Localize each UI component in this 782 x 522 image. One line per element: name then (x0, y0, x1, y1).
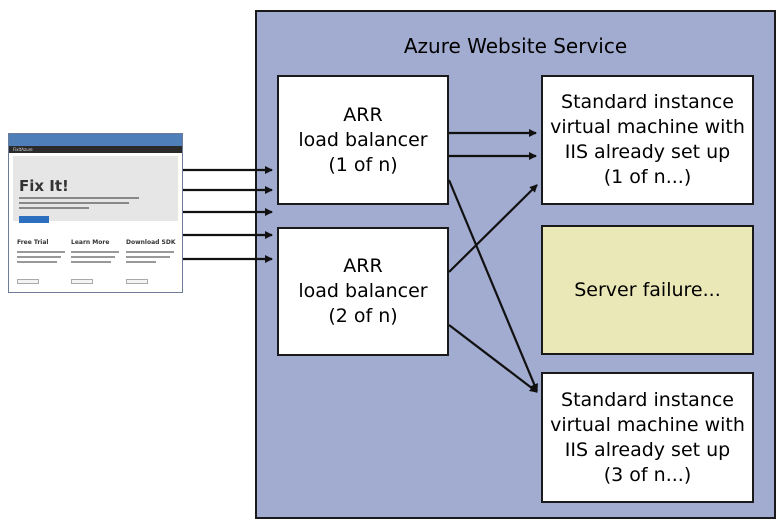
browser-hero-button (19, 216, 49, 223)
browser-column-text (17, 251, 65, 253)
box-text-line: IIS already set up (564, 141, 731, 163)
load-balancer-2: ARR load balancer (2 of n) (277, 227, 449, 356)
browser-column-button (17, 279, 39, 284)
browser-nav-bar (9, 146, 182, 153)
instance-1: Standard instance virtual machine with I… (541, 75, 754, 205)
load-balancer-1: ARR load balancer (1 of n) (277, 75, 449, 205)
box-text-line: ARR (343, 103, 383, 126)
browser-column-text (71, 251, 119, 253)
browser-column-title: Download SDK (126, 239, 176, 246)
browser-title-bar (9, 134, 182, 146)
box-text-line: IIS already set up (564, 438, 731, 461)
box-text-line: load balancer (298, 280, 428, 302)
browser-text-line (19, 202, 129, 204)
browser-column-text (17, 256, 61, 258)
browser-column-text (71, 256, 115, 258)
browser-nav-text: FixItAzure (13, 147, 33, 152)
browser-column-text (71, 261, 111, 263)
browser-hero-title: Fix It! (19, 177, 69, 195)
instance-2-server-failure: Server failure... (541, 225, 754, 355)
box-text-line: Standard instance (561, 91, 734, 113)
browser-column-text (126, 251, 174, 253)
browser-text-line (19, 197, 139, 199)
browser-text-line (19, 207, 89, 209)
browser-column-text (17, 261, 57, 263)
browser-column-text (126, 256, 170, 258)
box-text-line: Server failure... (574, 278, 721, 301)
box-text-line: Standard instance (561, 388, 734, 411)
browser-column-title: Free Trial (17, 239, 49, 246)
browser-column-title: Learn More (71, 239, 110, 246)
box-text-line: (1 of n...) (603, 166, 692, 188)
box-text-line: (2 of n) (328, 305, 398, 327)
client-browser-screenshot: FixItAzure Fix It! Free Trial Learn More… (8, 133, 183, 293)
browser-column-button (71, 279, 93, 284)
container-title: Azure Website Service (403, 34, 628, 58)
browser-hero-panel (13, 156, 178, 221)
instance-3: Standard instance virtual machine with I… (541, 372, 754, 503)
box-text-line: (1 of n) (328, 153, 398, 176)
box-text-line: virtual machine with (550, 413, 745, 436)
box-text-line: (3 of n...) (603, 463, 692, 486)
browser-column-button (126, 279, 148, 284)
box-text-line: virtual machine with (550, 116, 745, 138)
browser-column-text (126, 261, 156, 263)
box-text-line: ARR (343, 255, 383, 277)
box-text-line: load balancer (298, 128, 428, 151)
